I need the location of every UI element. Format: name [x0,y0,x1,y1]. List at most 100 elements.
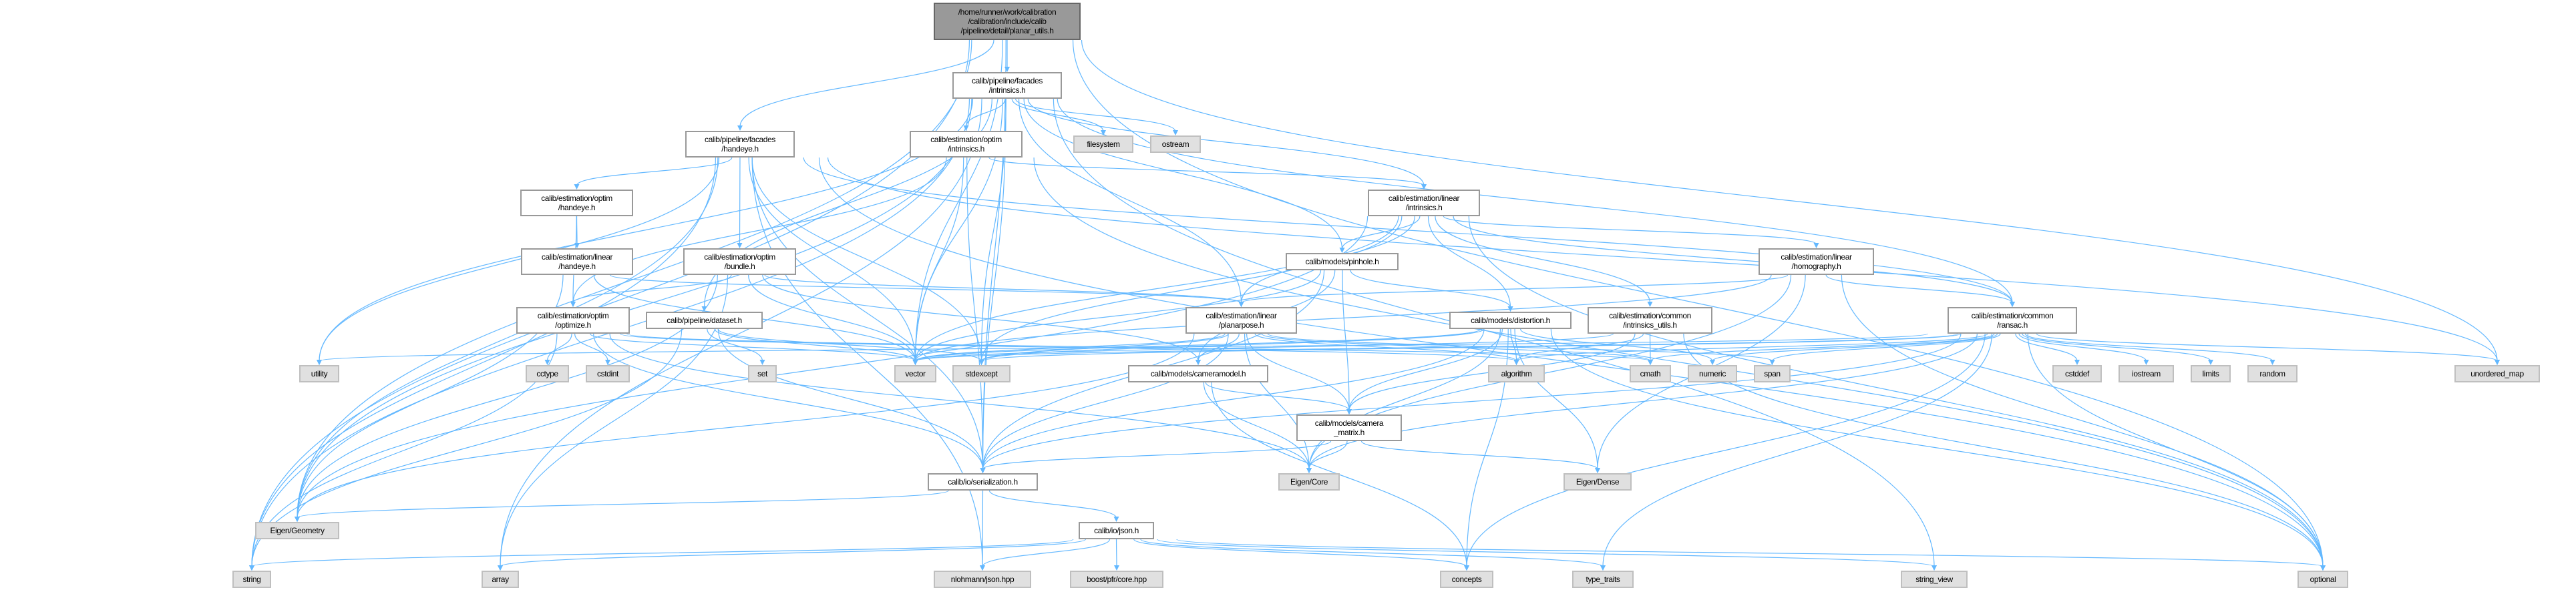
node-unordered-map[interactable]: unordered_map [2454,365,2540,382]
node-dataset[interactable]: calib/pipeline/dataset.h [646,312,763,329]
edge-ransac-to-concepts [1466,333,1986,567]
node-homography[interactable]: calib/estimation/linear /homography.h [1759,248,1874,275]
node-cmath[interactable]: cmath [1630,365,1671,382]
node-string[interactable]: string [232,571,271,588]
node-facades-intrinsics[interactable]: calib/pipeline/facades /intrinsics.h [952,72,1062,99]
node-optim-handeye[interactable]: calib/estimation/optim /handeye.h [520,190,633,216]
edge-bundle-to-cameramodel [762,274,1199,362]
arrowhead-icon [1769,360,1775,365]
edge-main-to-string [251,39,970,567]
arrowhead-icon [980,565,985,571]
node-distortion[interactable]: calib/models/distortion.h [1449,312,1572,329]
node-bundle[interactable]: calib/estimation/optim /bundle.h [683,248,796,275]
node-set[interactable]: set [748,365,777,382]
edge-optimize-to-cctype [546,333,572,362]
arrowhead-icon [2010,302,2015,307]
edge-dataset-to-set [707,328,763,362]
arrowhead-icon [1113,517,1119,522]
edge-distortion-to-algorithm [1510,328,1517,362]
arrowhead-icon [2269,360,2275,365]
edge-ransac-to-cmath [1650,333,1995,362]
edge-bundle-to-vector [748,274,916,362]
edge-facades_intrinsics-to-pinhole [1023,98,1343,250]
node-main[interactable]: /home/runner/work/calibration /calibrati… [934,3,1081,40]
node-concepts[interactable]: concepts [1440,571,1493,588]
arrowhead-icon [1595,468,1600,473]
edge-linear_intrinsics-to-ransac [1453,216,2013,304]
edge-cameramodel-to-camera_matrix [1205,382,1350,411]
edge-homography-to-ransac [1825,274,2013,304]
node-span[interactable]: span [1754,365,1791,382]
arrowhead-icon [1647,302,1653,307]
node-optional[interactable]: optional [2297,571,2348,588]
node-camera-matrix[interactable]: calib/models/camera _matrix.h [1296,414,1402,441]
node-ostream[interactable]: ostream [1150,135,1201,153]
node-planarpose[interactable]: calib/estimation/linear /planarpose.h [1185,307,1297,334]
edge-optimize-to-algorithm [620,333,1517,362]
node-cstddef[interactable]: cstddef [2052,365,2102,382]
edge-camera_matrix-to-eigen_core [1308,440,1348,470]
edge-ransac-to-stdexcept [980,333,1962,362]
node-boost-pfr[interactable]: boost/pfr/core.hpp [1070,571,1163,588]
node-linear-handeye[interactable]: calib/estimation/linear /handeye.h [521,248,633,275]
edge-planarpose-to-eigen_core [1244,333,1310,470]
arrowhead-icon [249,565,254,571]
node-eigen-core[interactable]: Eigen/Core [1278,473,1340,491]
node-algorithm[interactable]: algorithm [1488,365,1545,382]
edge-json-to-concepts [1133,539,1467,567]
edge-linear_intrinsics-to-optional [1468,216,2324,567]
node-optim-intrinsics[interactable]: calib/estimation/optim /intrinsics.h [910,131,1023,158]
node-pinhole[interactable]: calib/models/pinhole.h [1286,253,1399,270]
arrowhead-icon [1600,565,1606,571]
node-eigen-geometry[interactable]: Eigen/Geometry [255,522,339,539]
node-cameramodel[interactable]: calib/models/cameramodel.h [1128,365,1268,382]
node-utility[interactable]: utility [299,365,339,382]
edge-camera_matrix-to-serialization [982,440,1332,470]
node-facades-handeye[interactable]: calib/pipeline/facades /handeye.h [685,131,795,158]
node-type-traits[interactable]: type_traits [1572,571,1634,588]
arrowhead-icon [2208,360,2213,365]
node-cctype[interactable]: cctype [526,365,569,382]
edge-facades_intrinsics-to-optim_intrinsics [965,98,1006,127]
edge-homography-to-planarpose [1240,274,1789,304]
edge-json-to-optional [1176,539,2324,567]
node-nlohmann[interactable]: nlohmann/json.hpp [934,571,1031,588]
edge-optimize-to-vector [590,333,916,362]
node-ransac[interactable]: calib/estimation/common /ransac.h [1948,307,2077,334]
edge-facades_intrinsics-to-dataset [703,98,992,308]
node-filesystem[interactable]: filesystem [1073,135,1133,153]
node-vector[interactable]: vector [894,365,936,382]
node-intrinsics-utils[interactable]: calib/estimation/common /intrinsics_util… [1588,307,1712,334]
edge-dataset-to-stdexcept [717,328,982,362]
node-iostream[interactable]: iostream [2119,365,2174,382]
edge-ransac-to-cstddef [2015,333,2078,362]
node-cstdint[interactable]: cstdint [586,365,630,382]
edge-planarpose-to-algorithm [1254,333,1517,362]
node-random[interactable]: random [2247,365,2297,382]
edge-optimize-to-cstdint [574,333,608,362]
edge-distortion-to-camera_matrix [1348,328,1503,411]
edge-intrinsics_utils-to-algorithm [1515,333,1644,362]
node-string-view[interactable]: string_view [1901,571,1968,588]
arrowhead-icon [1114,565,1119,571]
edge-linear_intrinsics-to-homography [1443,216,1817,245]
node-linear-intrinsics[interactable]: calib/estimation/linear /intrinsics.h [1368,190,1480,216]
edge-main-to-unordered_map [1081,39,2498,362]
arrowhead-icon [737,243,743,248]
node-eigen-dense[interactable]: Eigen/Dense [1563,473,1632,491]
node-limits[interactable]: limits [2191,365,2231,382]
arrowhead-icon [1813,243,1819,248]
arrowhead-icon [1173,130,1178,135]
node-serialization[interactable]: calib/io/serialization.h [928,473,1038,491]
node-array[interactable]: array [482,571,519,588]
node-optimize[interactable]: calib/estimation/optim /optimize.h [516,307,630,334]
edge-facades_intrinsics-to-string_view [1053,98,1935,567]
node-json[interactable]: calib/io/json.h [1079,522,1154,539]
edge-bundle-to-planarpose [764,274,1242,304]
arrowhead-icon [1648,360,1653,365]
node-stdexcept[interactable]: stdexcept [952,365,1010,382]
edge-optimize-to-cmath [626,333,1651,362]
arrowhead-icon [912,360,918,365]
node-numeric[interactable]: numeric [1688,365,1737,382]
